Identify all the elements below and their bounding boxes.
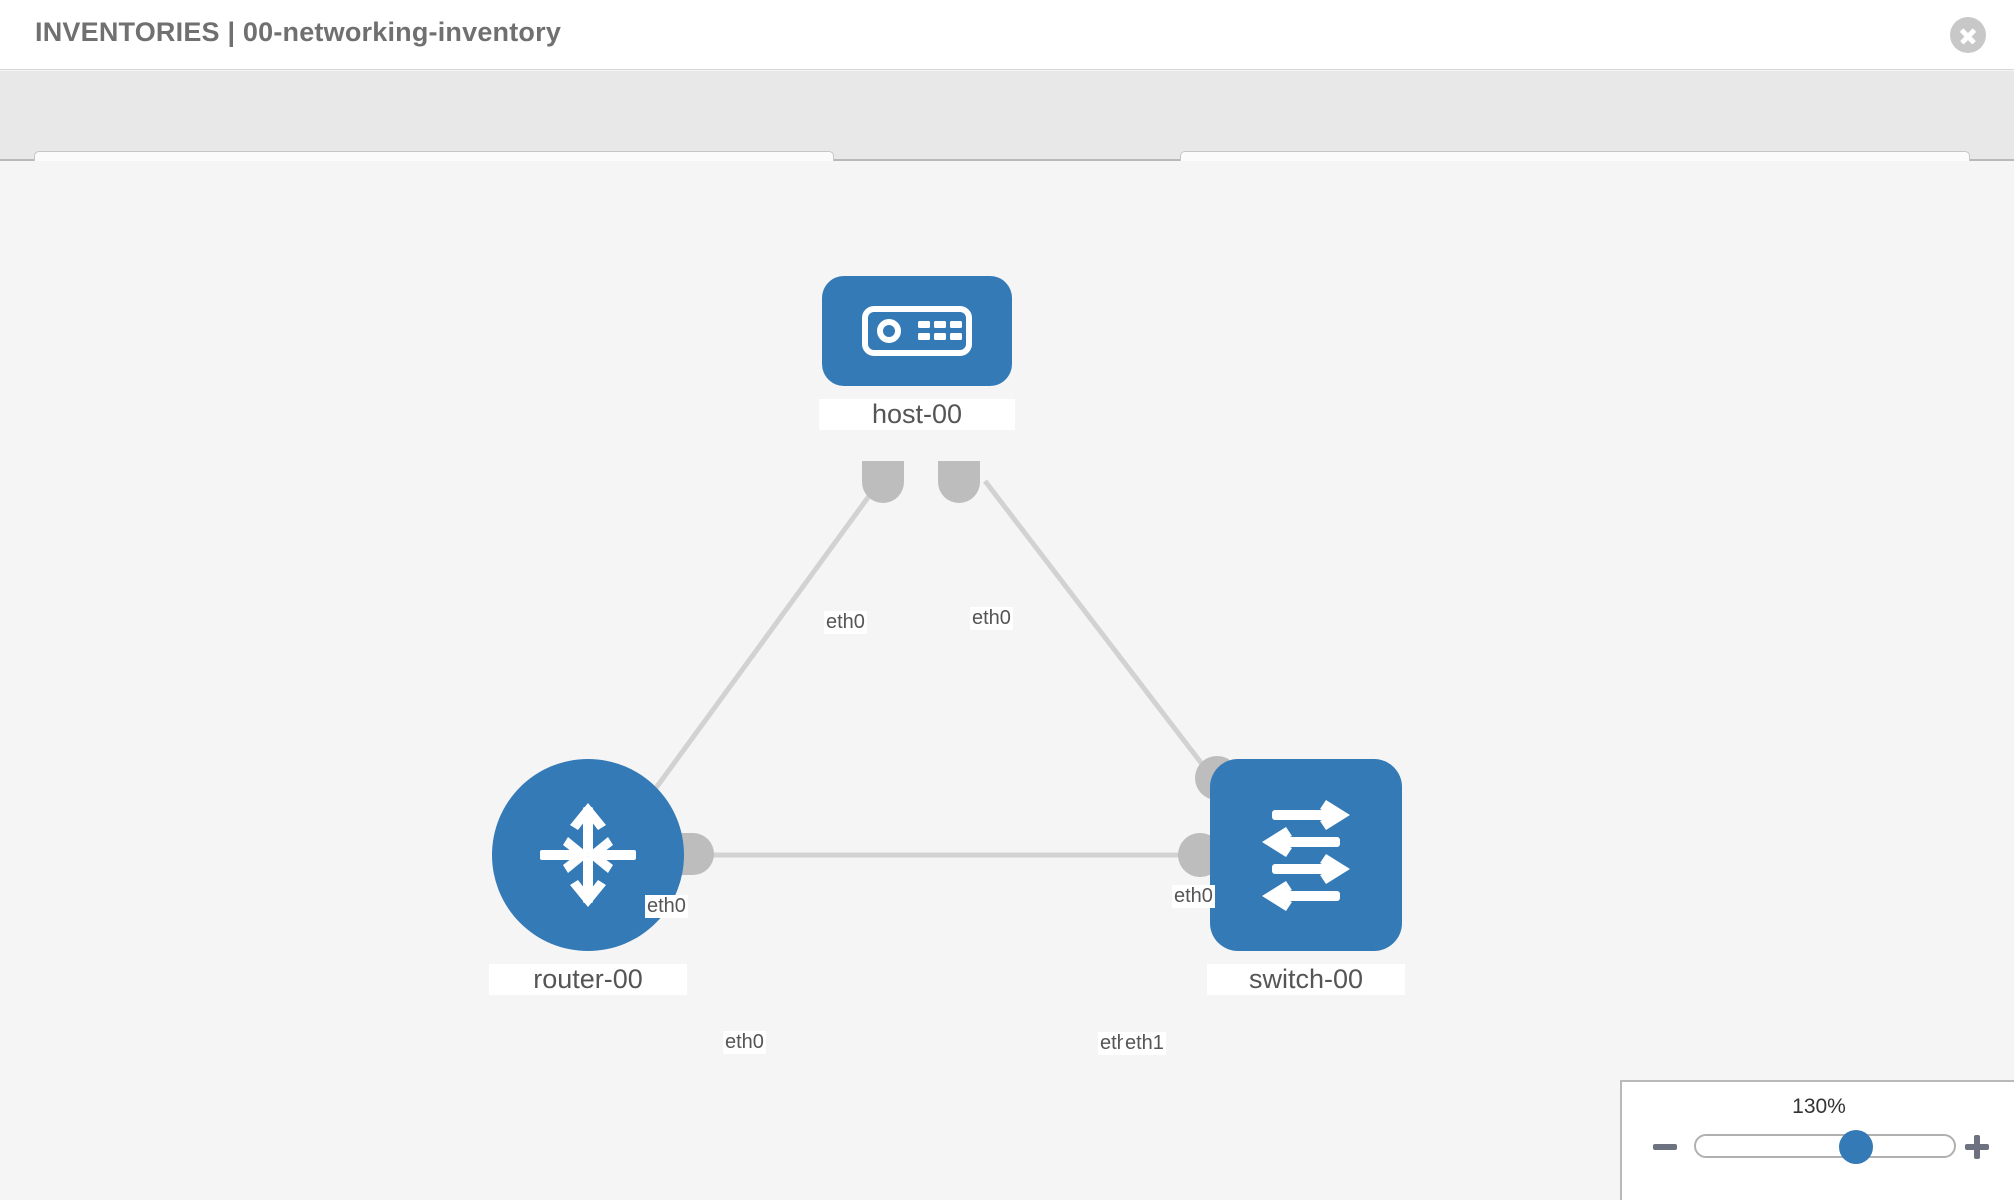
node-host-00[interactable]: host-00 [819, 276, 1015, 466]
minus-icon[interactable] [1650, 1132, 1680, 1162]
zoom-control-panel: 130% [1620, 1080, 2014, 1200]
toolbar: ACTIONS SEARCH [0, 71, 2014, 203]
page-title: INVENTORIES | 00-networking-inventory [35, 17, 562, 47]
edge-label-host-left: eth0 [824, 611, 867, 634]
topology-canvas[interactable]: host-00 [0, 161, 2014, 1200]
node-router-00[interactable]: router-00 [489, 759, 687, 995]
edge-label-switch-left-eth1: eth1 [1123, 1032, 1166, 1055]
zoom-slider[interactable] [1694, 1130, 1956, 1164]
four-arrows-inward-icon [540, 803, 636, 907]
edge-label-switch-up: eth0 [1172, 885, 1215, 908]
node-switch-00-label: switch-00 [1207, 964, 1405, 995]
edge-label-router-up: eth0 [645, 895, 688, 918]
node-router-00-label: router-00 [489, 964, 687, 995]
port-host-left[interactable] [862, 461, 904, 503]
edge-label-router-right: eth0 [723, 1031, 766, 1054]
bidirectional-arrows-icon [1262, 800, 1350, 911]
server-appliance-icon [862, 306, 972, 356]
node-host-00-shape[interactable] [822, 276, 1012, 386]
node-switch-00-shape[interactable] [1210, 759, 1402, 951]
topology-graph: host-00 [0, 161, 2014, 1200]
edge-label-host-right: eth0 [970, 607, 1013, 630]
plus-icon[interactable] [1962, 1132, 1992, 1162]
node-router-00-shape[interactable] [492, 759, 684, 951]
zoom-level-value: 130% [1792, 1095, 1846, 1118]
port-host-right[interactable] [938, 461, 980, 503]
node-switch-00[interactable]: switch-00 [1207, 759, 1405, 995]
node-host-00-label: host-00 [819, 399, 1015, 430]
page-header: INVENTORIES | 00-networking-inventory [0, 0, 2014, 70]
close-icon[interactable] [1950, 17, 1986, 53]
zoom-slider-thumb[interactable] [1838, 1130, 1873, 1164]
link-host-switch [983, 479, 1217, 783]
